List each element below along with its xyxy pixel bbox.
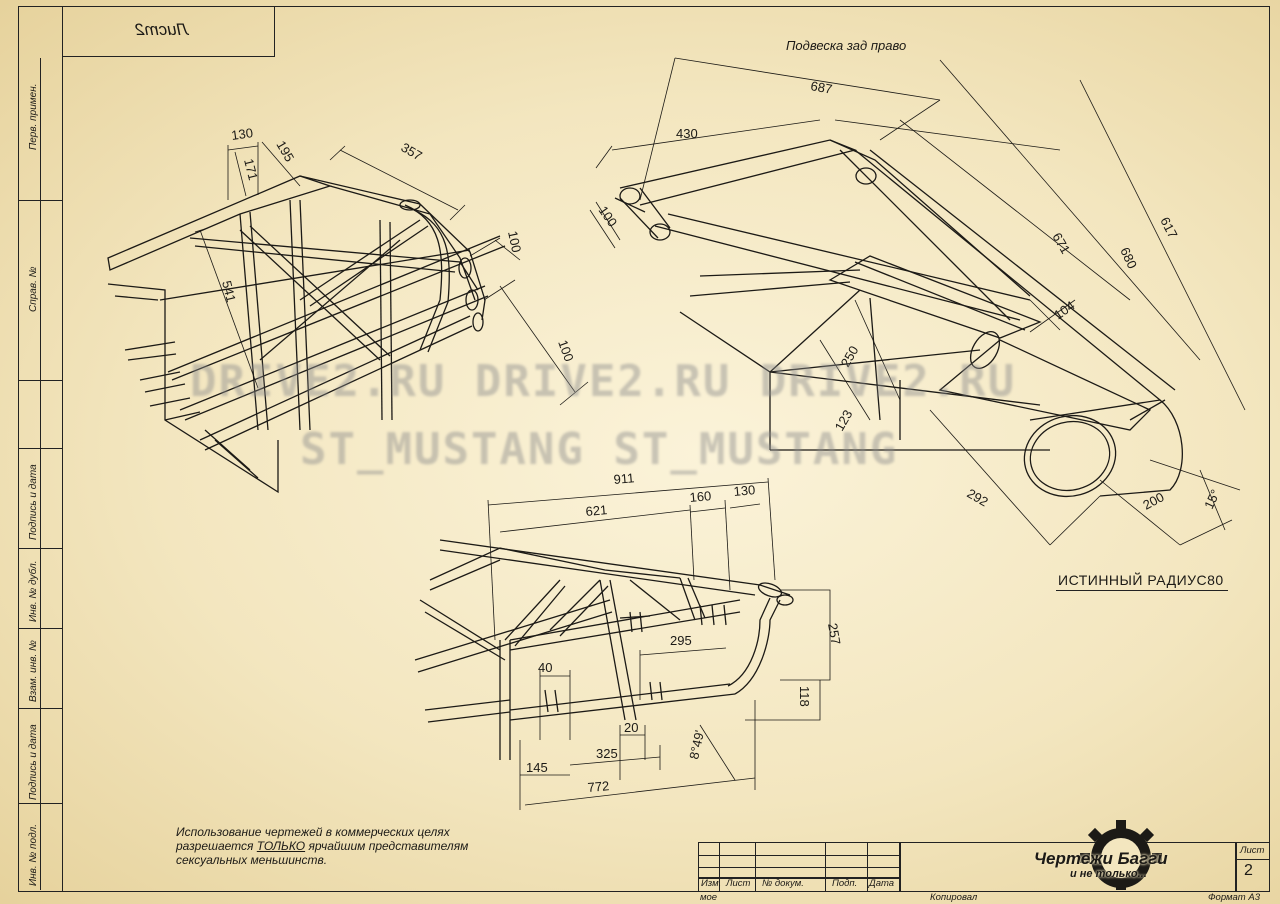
- stamp-podp: Подп.: [832, 878, 858, 889]
- frame-iso-top-dims: [194, 141, 589, 406]
- dim-bot-325: 325: [596, 746, 618, 761]
- dim-susp-15deg: 15°: [1201, 487, 1223, 511]
- dim-bot-8deg49: 8°49': [686, 729, 707, 761]
- dim-bot-130: 130: [733, 482, 756, 499]
- watermark-line-2: ST_MUSTANG ST_MUSTANG: [300, 424, 899, 475]
- dim-frame-541: 541: [219, 279, 239, 304]
- frame-iso-bottom-dims: [487, 477, 831, 810]
- dim-susp-687: 687: [809, 78, 833, 97]
- dim-bot-40: 40: [538, 660, 552, 675]
- stamp-date: Дата: [869, 878, 895, 889]
- dim-bot-772: 772: [587, 778, 610, 795]
- dim-frame-195: 195: [273, 138, 297, 164]
- side-label-column: [18, 58, 62, 890]
- suspension-dims: [589, 57, 1246, 546]
- stamp-sheet-number: 2: [1244, 862, 1253, 879]
- frame-iso-bottom: [414, 539, 794, 760]
- gear-icon: [1080, 820, 1162, 890]
- logo-title: Чертежи Багги: [1034, 849, 1168, 868]
- disclaimer-line-3: сексуальных меньшинств.: [176, 853, 328, 867]
- stamp-format: Формат А3: [1208, 892, 1260, 903]
- dim-susp-617: 617: [1157, 215, 1180, 241]
- watermark-line-1: DRIVE2.RU DRIVE2.RU DRIVE2.RU: [190, 356, 1017, 407]
- dim-bot-621: 621: [585, 502, 608, 519]
- dim-bot-20: 20: [624, 720, 638, 735]
- drawing-border: [62, 6, 1270, 892]
- stamp-mode: мое: [700, 892, 718, 903]
- disclaimer-emphasis: ТОЛЬКО: [256, 839, 306, 853]
- dim-frame-130: 130: [230, 125, 254, 143]
- dim-susp-680: 680: [1117, 245, 1140, 271]
- view-title: Подвеска зад право: [786, 38, 907, 53]
- stamp-list: Лист: [726, 878, 751, 889]
- note-true-radius: ИСТИННЫЙ РАДИУС80: [1058, 572, 1224, 588]
- frame-iso-top: [107, 175, 506, 494]
- dim-susp-292: 292: [965, 486, 991, 510]
- sheet-title-box: [62, 6, 275, 57]
- dim-bot-160: 160: [689, 488, 712, 505]
- logo-subtitle: и не только...: [1070, 868, 1147, 880]
- disclaimer-line-2: разрешается ТОЛЬКО ярчайшим представител…: [176, 839, 468, 853]
- dim-susp-430: 430: [676, 126, 698, 141]
- suspension-view: [614, 139, 1183, 498]
- dim-frame-100a: 100: [505, 230, 524, 254]
- dim-bot-145: 145: [526, 760, 548, 775]
- note-underline: [1056, 590, 1228, 591]
- stamp-doc: № докум.: [762, 878, 804, 889]
- dim-frame-100b: 100: [555, 338, 577, 364]
- dim-frame-357: 357: [399, 140, 425, 164]
- dim-bot-118: 118: [797, 686, 812, 707]
- disclaimer-line2-prefix: разрешается: [176, 839, 257, 853]
- dim-bot-295: 295: [670, 633, 692, 648]
- stamp-kopiroval: Копировал: [930, 892, 978, 903]
- stamp-izm: Изм.: [701, 878, 722, 889]
- stamp-sheet-label: Лист: [1240, 845, 1265, 856]
- title-block: [698, 842, 1269, 891]
- dim-bot-911: 911: [613, 470, 635, 487]
- dim-frame-171: 171: [241, 157, 261, 182]
- disclaimer-line-1: Использование чертежей в коммерческих це…: [176, 825, 450, 839]
- disclaimer-line2-suffix: ярчайшим представителям: [305, 839, 469, 853]
- dim-bot-257: 257: [825, 622, 844, 646]
